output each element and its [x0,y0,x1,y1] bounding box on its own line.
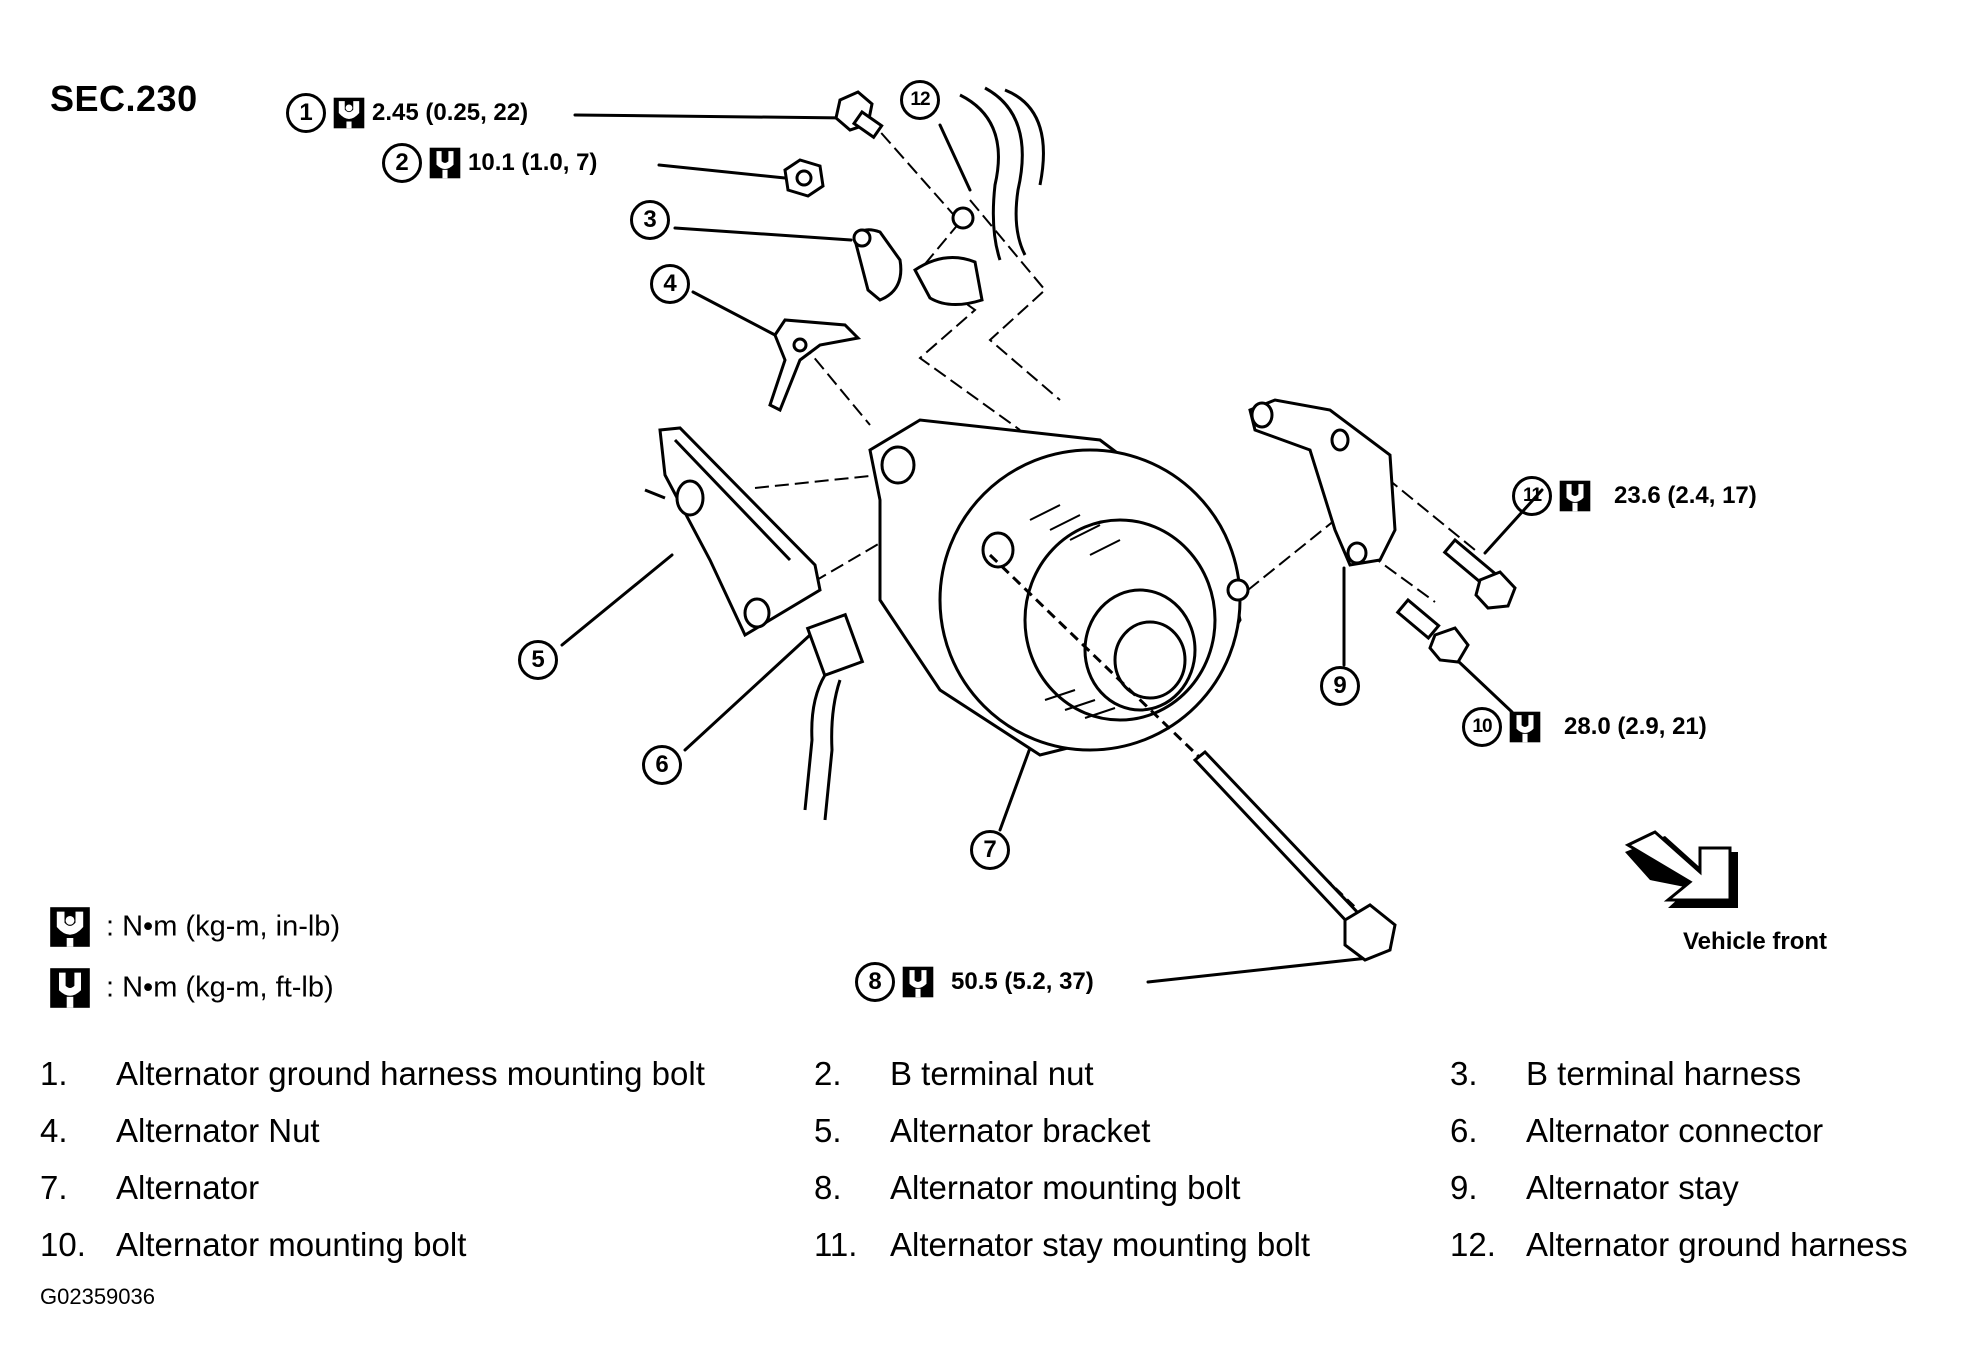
part-name: B terminal nut [890,1054,1094,1092]
torque-value: 2.45 (0.25, 22) [372,99,529,126]
alternator-body-shape [868,418,1250,757]
part-name: Alternator bracket [890,1111,1151,1149]
section-code: SEC.230 [50,78,198,119]
torque-value: 28.0 (2.9, 21) [1564,713,1707,740]
leader-line-8 [1146,956,1370,984]
wrench-ft-lb-icon [48,966,92,1010]
callout-1: 1 2.45 (0.25, 22) [286,93,528,133]
callout-number: 11 [1512,476,1552,516]
callout-number: 2 [382,143,422,183]
part-number: 5. [814,1111,842,1149]
callout-number: 5 [518,640,558,680]
callout-6: 6 [642,745,682,785]
part-name: Alternator ground harness [1526,1225,1908,1263]
leader-line-12 [938,123,972,192]
callout-number: 3 [630,200,670,240]
part-number: 11. [814,1225,858,1263]
legend-text: : N•m (kg-m, in-lb) [106,910,341,943]
wrench-in-lb-icon [48,905,92,949]
parts-row: 10. Alternator mounting bolt 11. Alternato… [40,1216,1908,1273]
b-terminal-nut-icon [783,158,825,198]
callout-11: 11 23.6 (2.4, 17) [1512,476,1757,516]
callout-number: 9 [1320,666,1360,706]
part-name: Alternator connector [1526,1111,1824,1149]
leader-line-1 [573,113,850,120]
part-name: Alternator stay mounting bolt [890,1225,1311,1263]
torque-value: 50.5 (5.2, 37) [951,968,1094,995]
b-terminal-harness-icon [852,228,984,306]
part-number: 8. [814,1168,842,1206]
wrench-ft-lb-icon [901,965,935,999]
parts-row: 7.Alternator 8.Alternator mounting bolt … [40,1159,1908,1216]
ground-bolt-icon [834,90,884,140]
long-mounting-bolt-shape [988,553,1397,962]
part-name: Alternator ground harness mounting bolt [116,1054,705,1092]
torque-value: 10.1 (1.0, 7) [468,149,598,176]
leader-line-7 [998,746,1032,832]
legend-text: : N•m (kg-m, ft-lb) [106,971,334,1004]
part-name: Alternator mounting bolt [890,1168,1241,1206]
stay-mounting-bolt-shape [1442,537,1517,610]
torque-value: 23.6 (2.4, 17) [1614,482,1757,509]
callout-number: 4 [650,264,690,304]
parts-row: 4. Alternator Nut 5. Alternator bracket 6.… [40,1102,1908,1159]
centerline-bolt-1 [867,117,1021,431]
alternator-stay-shape [1248,398,1397,567]
callout-12: 12 [900,80,940,120]
figure-code: G02359036 [40,1284,155,1309]
wrench-ft-lb-icon [428,146,462,180]
part-number: 9. [1450,1168,1478,1206]
part-number: 3. [1450,1054,1478,1092]
alternator-bracket-shape [644,426,822,638]
parts-list: 1. Alternator ground harness mounting bol… [40,1045,1908,1273]
callout-10: 10 28.0 (2.9, 21) [1462,707,1707,747]
legend-ft-lb: : N•m (kg-m, ft-lb) [48,966,334,1010]
centerline-nut [801,342,871,426]
callout-5: 5 [518,640,558,680]
callout-number: 8 [855,962,895,1002]
leader-line-6 [683,633,812,752]
callout-4: 4 [650,264,690,304]
callout-number: 6 [642,745,682,785]
part-name: Alternator Nut [116,1111,320,1149]
leader-line-3 [673,226,853,242]
leader-line-5 [560,553,674,647]
ground-harness-cable [951,86,1045,261]
wrench-in-lb-icon [332,96,366,130]
part-number: 2. [814,1054,842,1092]
part-number: 10. [40,1225,86,1263]
part-name: Alternator [116,1168,260,1206]
part-number: 12. [1450,1225,1496,1263]
part-number: 4. [40,1111,68,1149]
alternator-connector-shape [803,612,865,821]
part-number: 7. [40,1168,68,1206]
wrench-ft-lb-icon [1508,710,1542,744]
vehicle-front-arrow-icon [1624,830,1738,908]
callout-9: 9 [1320,666,1360,706]
callout-7: 7 [970,830,1010,870]
stay-lower-bolt-shape [1395,597,1470,664]
parts-row: 1. Alternator ground harness mounting bol… [40,1045,1908,1102]
vehicle-front-label: Vehicle front [1683,928,1828,955]
part-name: B terminal harness [1526,1054,1802,1092]
callout-number: 12 [900,80,940,120]
callout-8: 8 50.5 (5.2, 37) [855,962,1094,1002]
alternator-fins [1029,504,1121,719]
part-name: Alternator stay [1526,1168,1739,1206]
part-name: Alternator mounting bolt [116,1225,467,1263]
leader-line-2 [657,163,787,180]
callout-3: 3 [630,200,670,240]
wrench-ft-lb-icon [1558,479,1592,513]
callout-2: 2 10.1 (1.0, 7) [382,143,597,183]
callout-number: 1 [286,93,326,133]
part-number: 1. [40,1054,68,1092]
alternator-nut-plate [768,318,862,413]
part-number: 6. [1450,1111,1478,1149]
leader-line-4 [691,290,777,337]
legend-in-lb: : N•m (kg-m, in-lb) [48,905,340,949]
callout-number: 7 [970,830,1010,870]
callout-number: 10 [1462,707,1502,747]
